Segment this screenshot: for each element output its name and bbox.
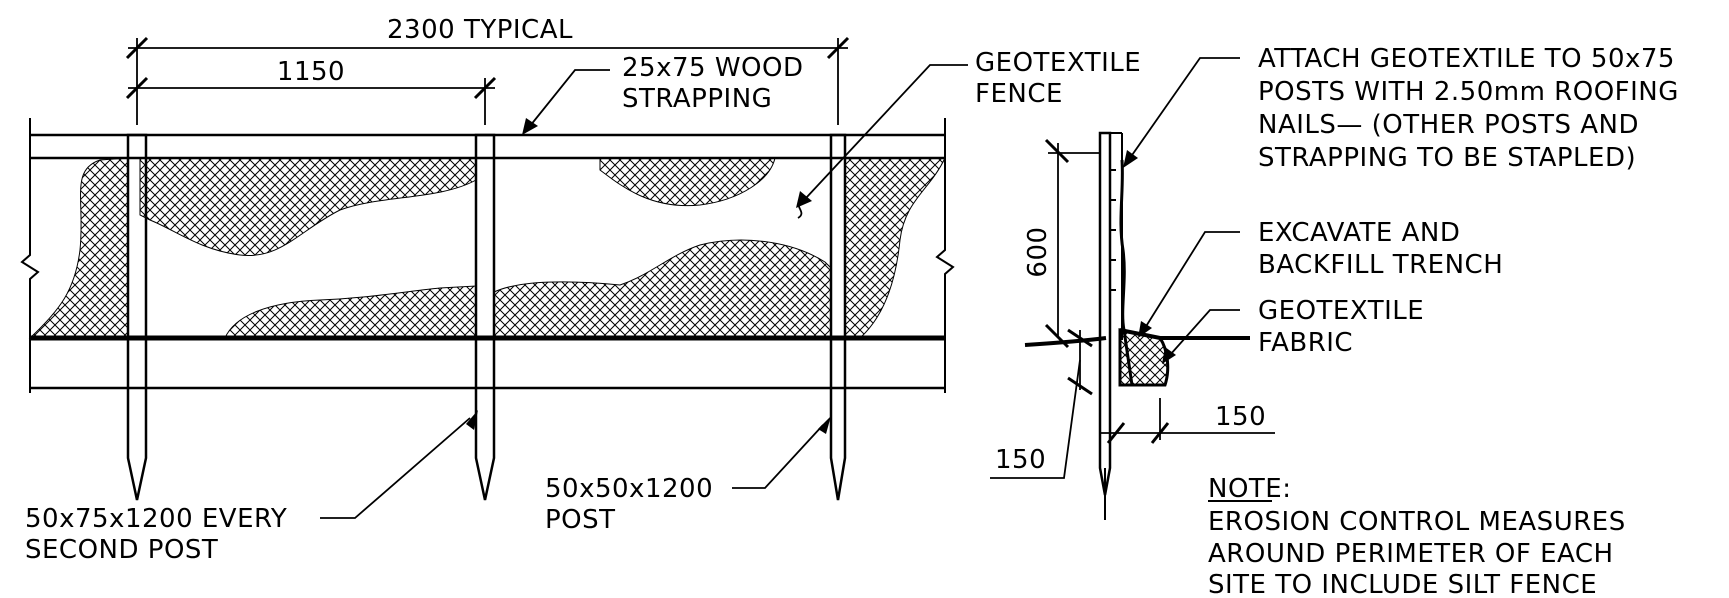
fabric-patch-left xyxy=(28,157,129,339)
dimension-2300-label: 2300 TYPICAL xyxy=(387,15,573,45)
post-nail-ticks xyxy=(1110,169,1116,291)
section-post xyxy=(1098,131,1112,496)
fence-leader: GEOTEXTILE FENCE xyxy=(796,48,1150,219)
dimension-width-150: 150 xyxy=(1100,398,1275,444)
trench-backfill xyxy=(1118,328,1170,387)
section-geotextile xyxy=(1119,159,1134,386)
dimension-depth-150-label: 150 xyxy=(995,445,1046,475)
dimension-600: 600 xyxy=(1023,138,1100,349)
note-block: NOTE: EROSION CONTROL MEASURES AROUND PE… xyxy=(1208,474,1634,598)
attach-note-leader: ATTACH GEOTEXTILE TO 50x75 POSTS WITH 2.… xyxy=(1123,44,1688,173)
post-left xyxy=(126,133,148,501)
end-post-leader: 50x75x1200 EVERY SECOND POST xyxy=(25,410,478,565)
dimension-width-150-label: 150 xyxy=(1215,402,1266,432)
section-view: 600 150 150 ATTACH GEOTEXTILE TO 50x75 P… xyxy=(990,44,1688,598)
post-middle xyxy=(474,133,496,501)
note-text: EROSION CONTROL MEASURES AROUND PERIMETE… xyxy=(1208,507,1634,598)
dimension-1150: 1150 xyxy=(125,57,497,125)
fabric-patch-top-mid xyxy=(599,157,776,207)
post-right xyxy=(829,133,847,501)
mid-post-label: 50x50x1200 POST xyxy=(545,474,722,535)
mid-post-leader: 50x50x1200 POST xyxy=(545,416,831,535)
strapping-leader: 25x75 WOOD STRAPPING xyxy=(522,53,812,135)
end-post-label: 50x75x1200 EVERY SECOND POST xyxy=(25,504,296,565)
fabric-patch-bottom-left xyxy=(224,285,477,339)
strapping-label: 25x75 WOOD STRAPPING xyxy=(622,53,812,114)
geotextile-fabric-hatch xyxy=(28,157,946,339)
break-lines xyxy=(20,118,955,393)
dimension-600-label: 600 xyxy=(1023,226,1053,277)
fabric-label: GEOTEXTILE FABRIC xyxy=(1258,296,1433,358)
elevation-view: 2300 TYPICAL 1150 25x75 WOOD STRAPPING G… xyxy=(20,15,1150,565)
note-heading: NOTE: xyxy=(1208,474,1292,504)
dimension-2300: 2300 TYPICAL xyxy=(125,15,850,125)
trench-leader: EXCAVATE AND BACKFILL TRENCH xyxy=(1138,218,1503,338)
fabric-leader: GEOTEXTILE FABRIC xyxy=(1162,296,1433,364)
fabric-patch-right xyxy=(844,157,946,339)
trench-label: EXCAVATE AND BACKFILL TRENCH xyxy=(1258,218,1503,280)
fence-label: GEOTEXTILE FENCE xyxy=(975,48,1150,109)
fabric-patch-bottom-mid xyxy=(493,239,832,339)
fabric-patch-top-left xyxy=(139,157,477,257)
attach-note-label: ATTACH GEOTEXTILE TO 50x75 POSTS WITH 2.… xyxy=(1258,44,1688,173)
dimension-1150-label: 1150 xyxy=(277,57,345,87)
dimension-depth-150: 150 xyxy=(990,328,1093,479)
